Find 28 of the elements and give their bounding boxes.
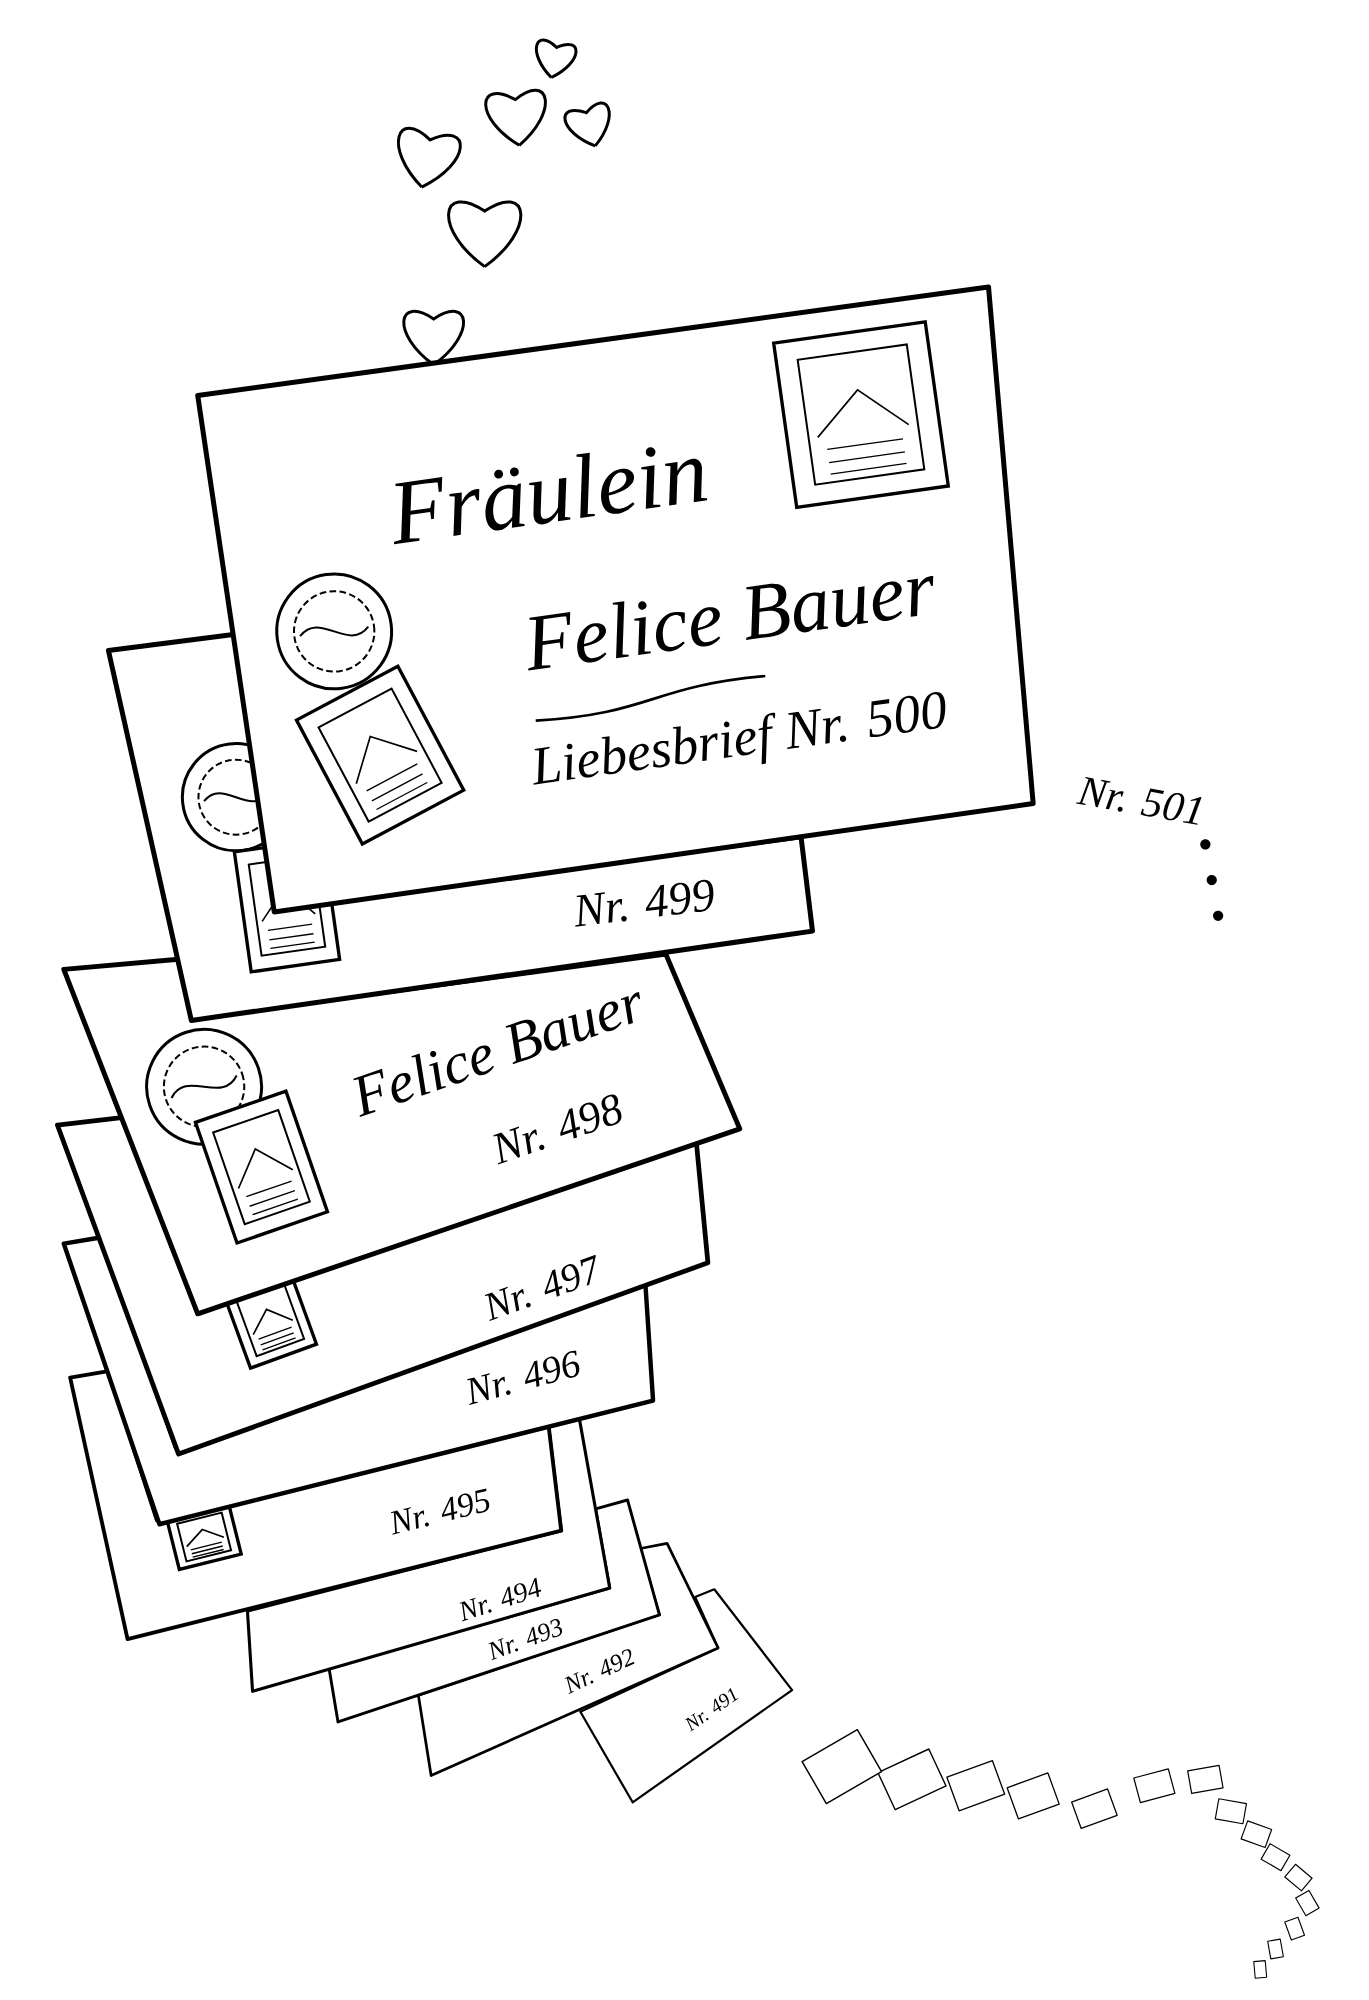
handwritten-text: Nr. 496 bbox=[467, 1350, 580, 1405]
handwritten-text: Nr. 495 bbox=[391, 1488, 490, 1535]
envelope bbox=[1214, 1798, 1248, 1825]
handwritten-text: Nr. 497 bbox=[485, 1254, 596, 1322]
handwritten-text: Nr. 499 bbox=[575, 879, 714, 927]
handwritten-text: Nr. 498 bbox=[493, 1094, 622, 1165]
handwritten-text: Nr. 491 bbox=[685, 1687, 739, 1732]
envelope bbox=[1284, 1863, 1313, 1892]
envelope bbox=[1006, 1772, 1061, 1820]
handwritten-text: Nr. 494 bbox=[459, 1577, 542, 1622]
envelope bbox=[1267, 1938, 1285, 1960]
envelope bbox=[946, 1760, 1006, 1812]
handwritten-text: Nr. 493 bbox=[488, 1619, 563, 1661]
envelope bbox=[1260, 1843, 1291, 1872]
envelope bbox=[1253, 1960, 1268, 1979]
envelope bbox=[1295, 1889, 1320, 1917]
envelope bbox=[1071, 1788, 1118, 1830]
handwritten-text: Felice Bauer bbox=[528, 576, 934, 671]
handwritten-text: Fräulein bbox=[394, 447, 708, 545]
envelope bbox=[801, 1728, 883, 1805]
envelope bbox=[1187, 1764, 1224, 1794]
handwritten-text: Nr. 492 bbox=[564, 1649, 635, 1694]
envelope bbox=[877, 1748, 947, 1811]
envelope bbox=[1240, 1820, 1273, 1849]
envelope bbox=[1284, 1916, 1306, 1941]
handwritten-text: Nr. 501 bbox=[1076, 777, 1202, 825]
handwritten-text: Liebesbrief Nr. 500 bbox=[533, 692, 946, 785]
envelope bbox=[1133, 1768, 1176, 1804]
